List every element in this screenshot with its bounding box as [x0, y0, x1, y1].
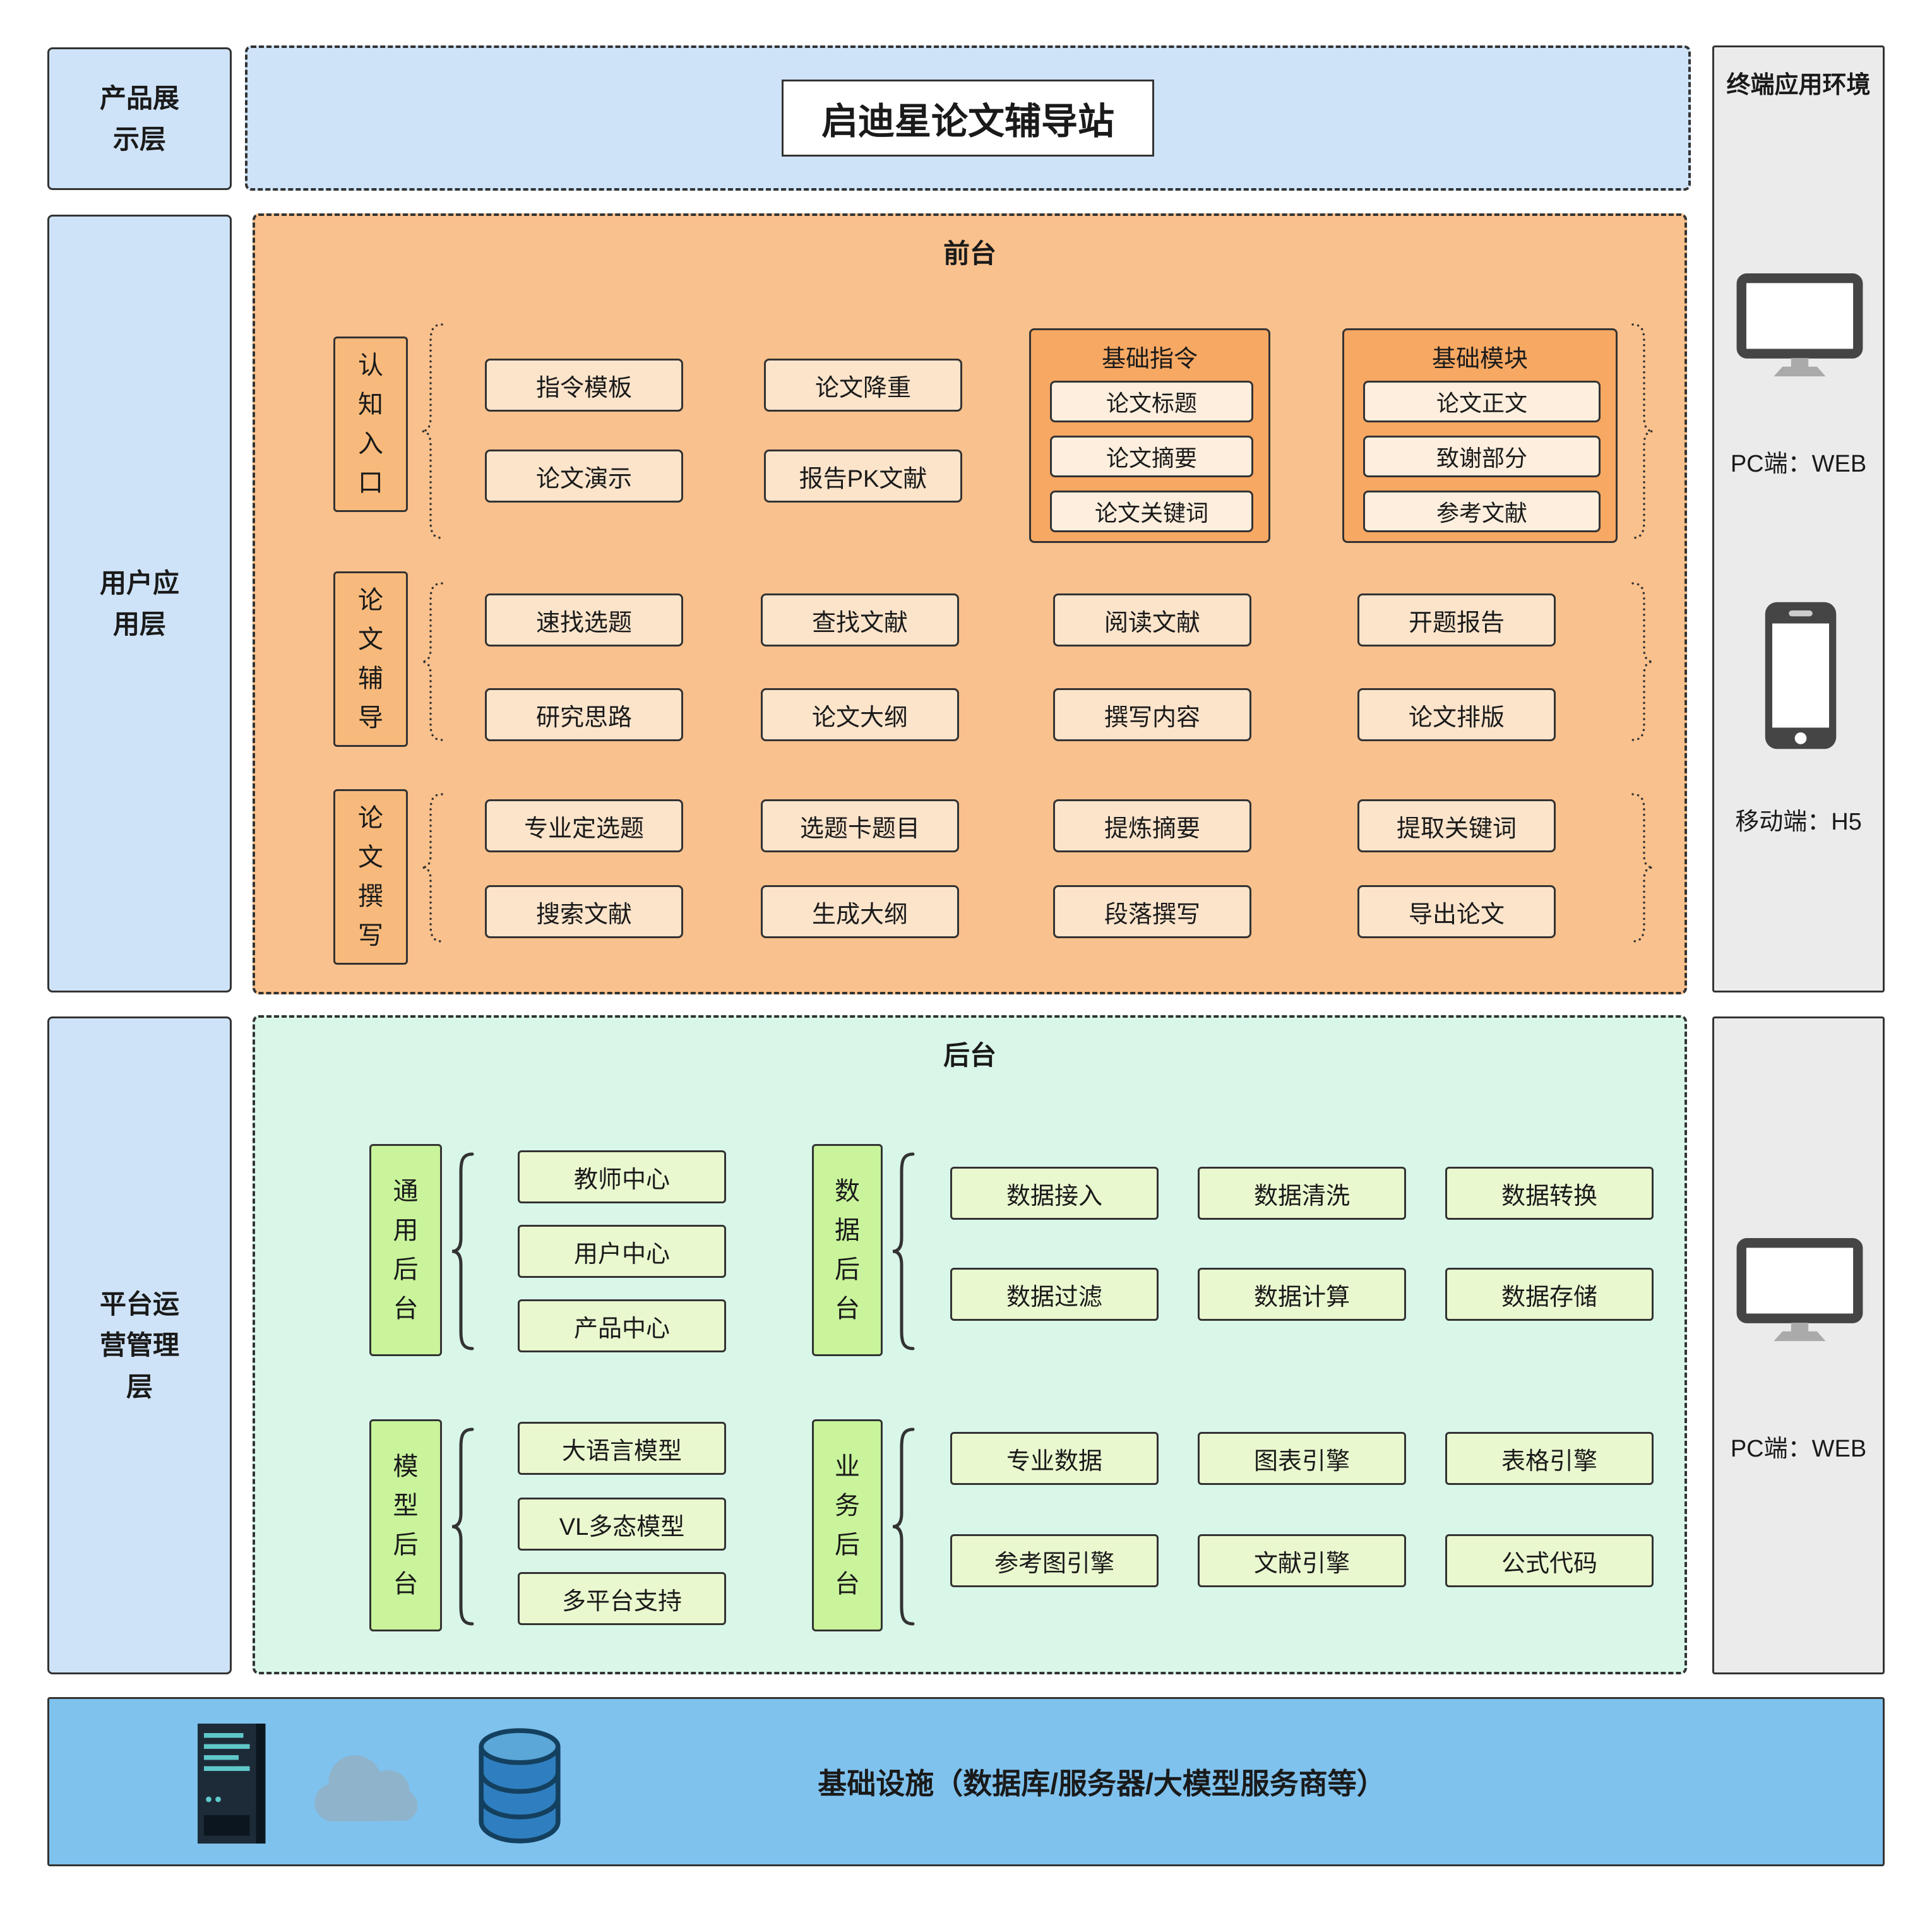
frontend-item: 速找选题	[485, 593, 683, 647]
brace-left-icon	[451, 1152, 474, 1350]
layer-platform-ops: 平台运营管理层	[47, 1016, 232, 1674]
terminal-pc-web-bottom-label: PC端：WEB	[1730, 1436, 1867, 1462]
backend-item: 数据清洗	[1198, 1167, 1406, 1220]
frontend-sub-item: 论文摘要	[1050, 436, 1253, 477]
terminal-panel-top: 终端应用环境 PC端：WEB 移动端：H5	[1712, 45, 1885, 992]
frontend-item: 查找文献	[761, 593, 959, 647]
frontend-item: 论文排版	[1357, 688, 1556, 741]
layer-product-display-label: 产品展示层	[99, 83, 179, 154]
frontend-sub-item: 参考文献	[1363, 491, 1601, 532]
backend-item: VL多态模型	[518, 1498, 726, 1551]
backend-title: 后台	[943, 1040, 996, 1070]
frontend-item: 报告PK文献	[764, 450, 962, 503]
backend-item: 数据计算	[1198, 1268, 1406, 1321]
frontend-item: 选题卡题目	[761, 799, 959, 852]
frontend-item: 开题报告	[1357, 593, 1556, 647]
brace-right-icon	[1631, 582, 1654, 741]
frontend-item: 提取关键词	[1357, 799, 1556, 852]
backend-item: 公式代码	[1445, 1534, 1654, 1587]
backend-item: 数据转换	[1445, 1167, 1654, 1220]
brace-left-icon	[421, 323, 443, 539]
backend-item: 数据过滤	[950, 1268, 1159, 1321]
frontend-row-label-writing: 论文撰写	[333, 789, 408, 965]
frontend-row-label-cognition: 认知入口	[333, 337, 408, 512]
frontend-sub-item: 致谢部分	[1363, 436, 1601, 477]
backend-item: 多平台支持	[518, 1572, 726, 1625]
brace-left-icon	[892, 1152, 915, 1350]
backend-item: 参考图引擎	[950, 1534, 1159, 1587]
frontend-sub-item: 论文关键词	[1050, 491, 1253, 532]
frontend-item: 论文降重	[764, 359, 962, 412]
terminal-panel-bottom: PC端：WEB	[1712, 1016, 1885, 1674]
brace-left-icon	[451, 1427, 474, 1626]
backend-group-label-business: 业务后台	[812, 1419, 883, 1631]
server-icon	[198, 1724, 266, 1844]
backend-group-label-data: 数据后台	[812, 1144, 883, 1356]
frontend-group-title: 基础模块	[1431, 346, 1528, 372]
layer-product-display: 产品展示层	[47, 47, 232, 190]
terminal-panel-title: 终端应用环境	[1726, 72, 1871, 98]
frontend-item: 段落撰写	[1053, 885, 1251, 938]
frontend-item: 论文演示	[485, 450, 683, 503]
frontend-item: 阅读文献	[1053, 593, 1251, 647]
frontend-item: 专业定选题	[485, 799, 683, 852]
backend-item: 产品中心	[518, 1299, 726, 1352]
brace-right-icon	[1631, 793, 1654, 943]
monitor-icon	[1736, 1237, 1863, 1342]
cloud-icon	[314, 1755, 418, 1822]
page-title: 启迪星论文辅导站	[781, 80, 1154, 157]
backend-item: 教师中心	[518, 1150, 726, 1203]
backend-item: 表格引擎	[1445, 1432, 1654, 1485]
frontend-item: 指令模板	[485, 359, 683, 412]
backend-group-label-model: 模型后台	[369, 1419, 442, 1631]
brace-right-icon	[1631, 323, 1654, 539]
frontend-item: 撰写内容	[1053, 688, 1251, 741]
backend-item: 图表引擎	[1198, 1432, 1406, 1485]
backend-item: 大语言模型	[518, 1422, 726, 1475]
frontend-item: 导出论文	[1357, 885, 1556, 938]
backend-item: 专业数据	[950, 1432, 1159, 1485]
backend-item: 文献引擎	[1198, 1534, 1406, 1587]
frontend-item: 提炼摘要	[1053, 799, 1251, 852]
backend-item: 数据存储	[1445, 1268, 1654, 1321]
infrastructure-bar: 基础设施（数据库/服务器/大模型服务商等）	[47, 1697, 1885, 1866]
brace-left-icon	[421, 582, 443, 741]
terminal-pc-web-label: PC端：WEB	[1730, 451, 1867, 477]
layer-user-application: 用户应用层	[47, 215, 232, 992]
frontend-sub-item: 论文正文	[1363, 381, 1601, 422]
brace-left-icon	[421, 793, 443, 943]
frontend-group-basic-modules: 基础模块 论文正文 致谢部分 参考文献	[1342, 328, 1618, 543]
frontend-title: 前台	[943, 239, 996, 268]
backend-group-label-general: 通用后台	[369, 1144, 442, 1356]
frontend-sub-item: 论文标题	[1050, 381, 1253, 422]
brace-left-icon	[892, 1427, 915, 1626]
frontend-item: 生成大纲	[761, 885, 959, 938]
terminal-mobile-h5-label: 移动端：H5	[1735, 809, 1862, 835]
frontend-group-basic-commands: 基础指令 论文标题 论文摘要 论文关键词	[1029, 328, 1270, 543]
frontend-item: 搜索文献	[485, 885, 683, 938]
frontend-group-title: 基础指令	[1101, 346, 1198, 372]
monitor-icon	[1736, 273, 1863, 377]
frontend-item: 论文大纲	[761, 688, 959, 741]
database-icon	[479, 1728, 561, 1844]
backend-item: 数据接入	[950, 1167, 1159, 1220]
infrastructure-label: 基础设施（数据库/服务器/大模型服务商等）	[818, 1767, 1386, 1800]
layer-user-application-label: 用户应用层	[99, 568, 179, 639]
layer-platform-ops-label: 平台运营管理层	[99, 1289, 179, 1402]
frontend-item: 研究思路	[485, 688, 683, 741]
smartphone-icon	[1765, 602, 1837, 749]
frontend-row-label-tutoring: 论文辅导	[333, 571, 408, 747]
title-band: 启迪星论文辅导站	[245, 45, 1691, 191]
backend-item: 用户中心	[518, 1225, 726, 1278]
